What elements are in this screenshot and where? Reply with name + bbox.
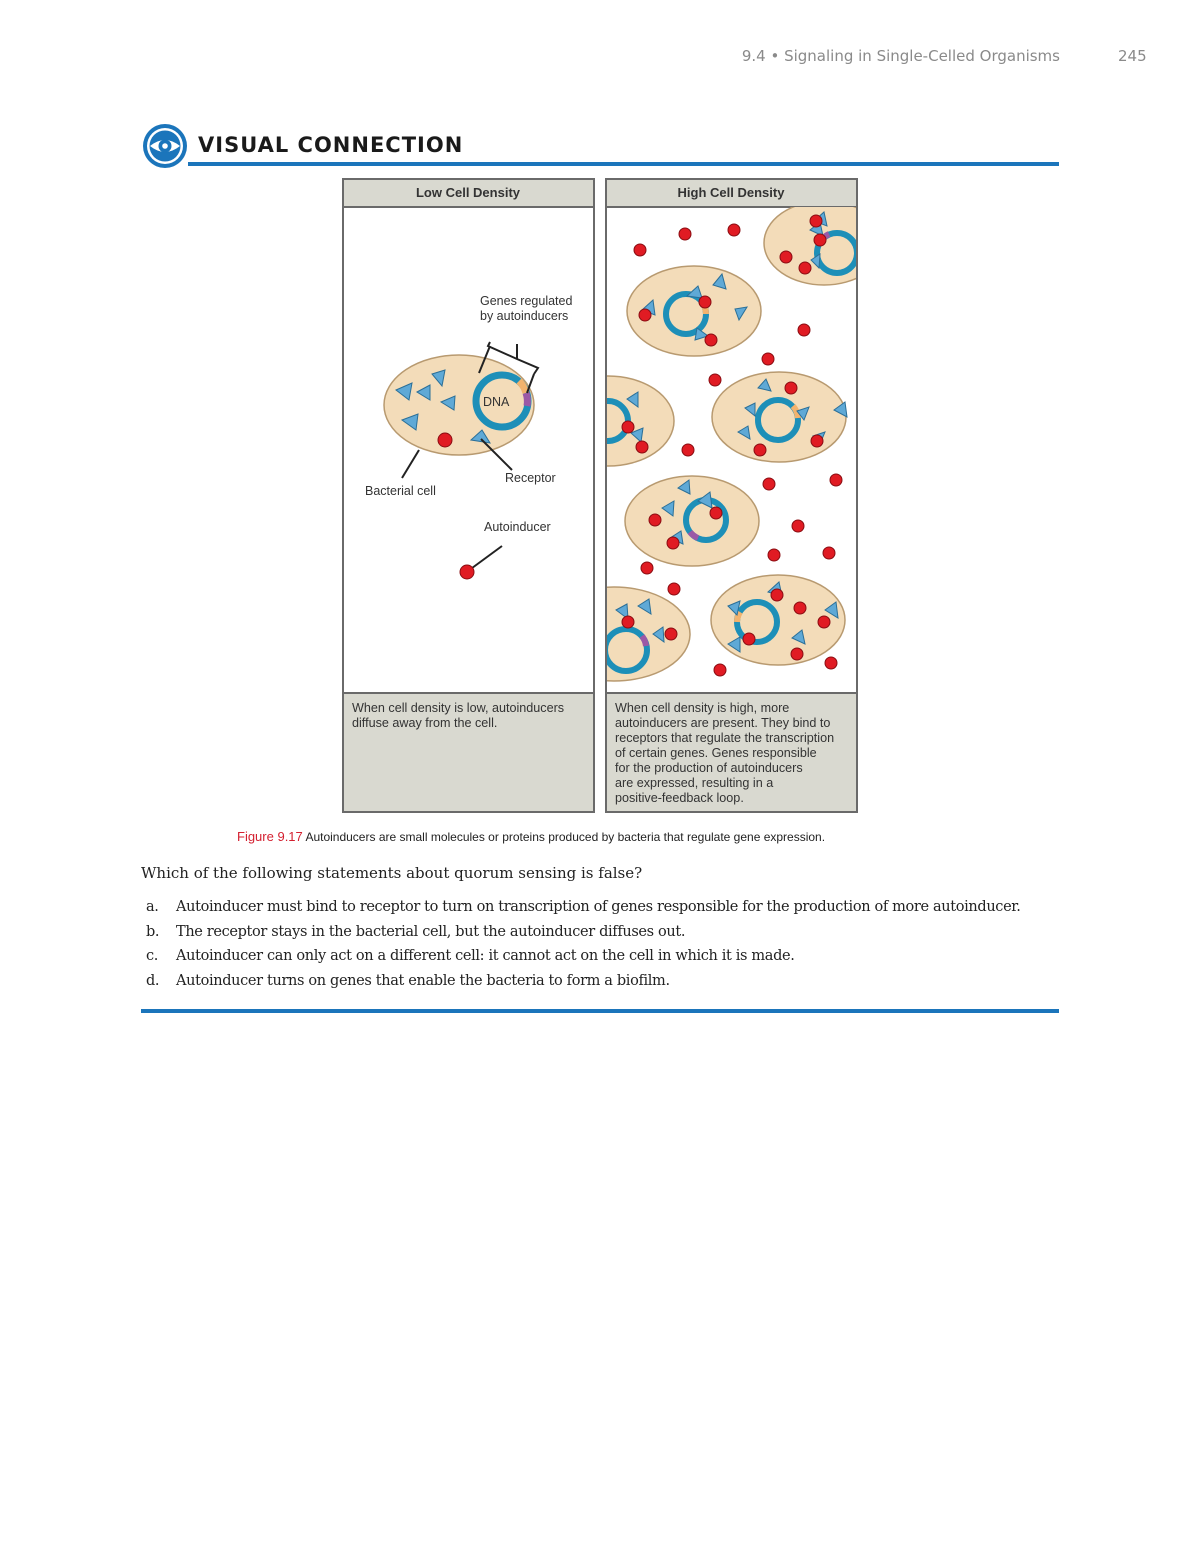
option-text: The receptor stays in the bacterial cell… — [176, 924, 685, 940]
figure-caption: Figure 9.17 Autoinducers are small molec… — [237, 829, 997, 844]
genes-label-line2: by autoinducers — [480, 309, 568, 323]
option-a: a. Autoinducer must bind to receptor to t… — [141, 899, 1059, 924]
option-letter: b. — [146, 924, 159, 940]
autoinducer-example — [460, 565, 474, 579]
visual-connection-title: VISUAL CONNECTION — [198, 133, 463, 157]
option-c: c. Autoinducer can only act on a differen… — [141, 948, 1059, 973]
page-number: 245 — [1118, 47, 1147, 65]
option-text: Autoinducer turns on genes that enable t… — [176, 973, 670, 989]
figure-caption-text: Autoinducers are small molecules or prot… — [303, 830, 825, 844]
header-rule — [188, 162, 1059, 166]
genes-label-line1: Genes regulated — [480, 294, 572, 308]
eye-icon — [141, 122, 189, 170]
question-prompt: Which of the following statements about … — [141, 864, 1059, 882]
low-density-caption: When cell density is low, autoinducers d… — [352, 701, 592, 731]
low-density-title: Low Cell Density — [416, 185, 521, 200]
answer-options: a. Autoinducer must bind to receptor to t… — [141, 899, 1059, 997]
running-head: 9.4 • Signaling in Single-Celled Organis… — [0, 47, 1060, 65]
bottom-rule — [141, 1009, 1059, 1013]
autoinducer-label: Autoinducer — [484, 520, 551, 534]
option-text: Autoinducer can only act on a different … — [176, 948, 795, 964]
bacterial-cell-label: Bacterial cell — [365, 484, 436, 498]
option-text: Autoinducer must bind to receptor to tur… — [176, 899, 1021, 915]
receptor-label: Receptor — [505, 471, 556, 485]
option-b: b. The receptor stays in the bacterial ce… — [141, 924, 1059, 949]
bacterial-cell — [384, 355, 534, 455]
visual-connection-header: VISUAL CONNECTION — [141, 122, 1059, 168]
option-letter: a. — [146, 899, 159, 915]
dna-label: DNA — [483, 395, 510, 409]
figure-number: Figure 9.17 — [237, 829, 303, 844]
option-letter: c. — [146, 948, 158, 964]
high-density-title: High Cell Density — [678, 185, 786, 200]
option-letter: d. — [146, 973, 159, 989]
high-density-caption: When cell density is high, more autoindu… — [615, 701, 855, 806]
option-d: d. Autoinducer turns on genes that enable… — [141, 973, 1059, 998]
